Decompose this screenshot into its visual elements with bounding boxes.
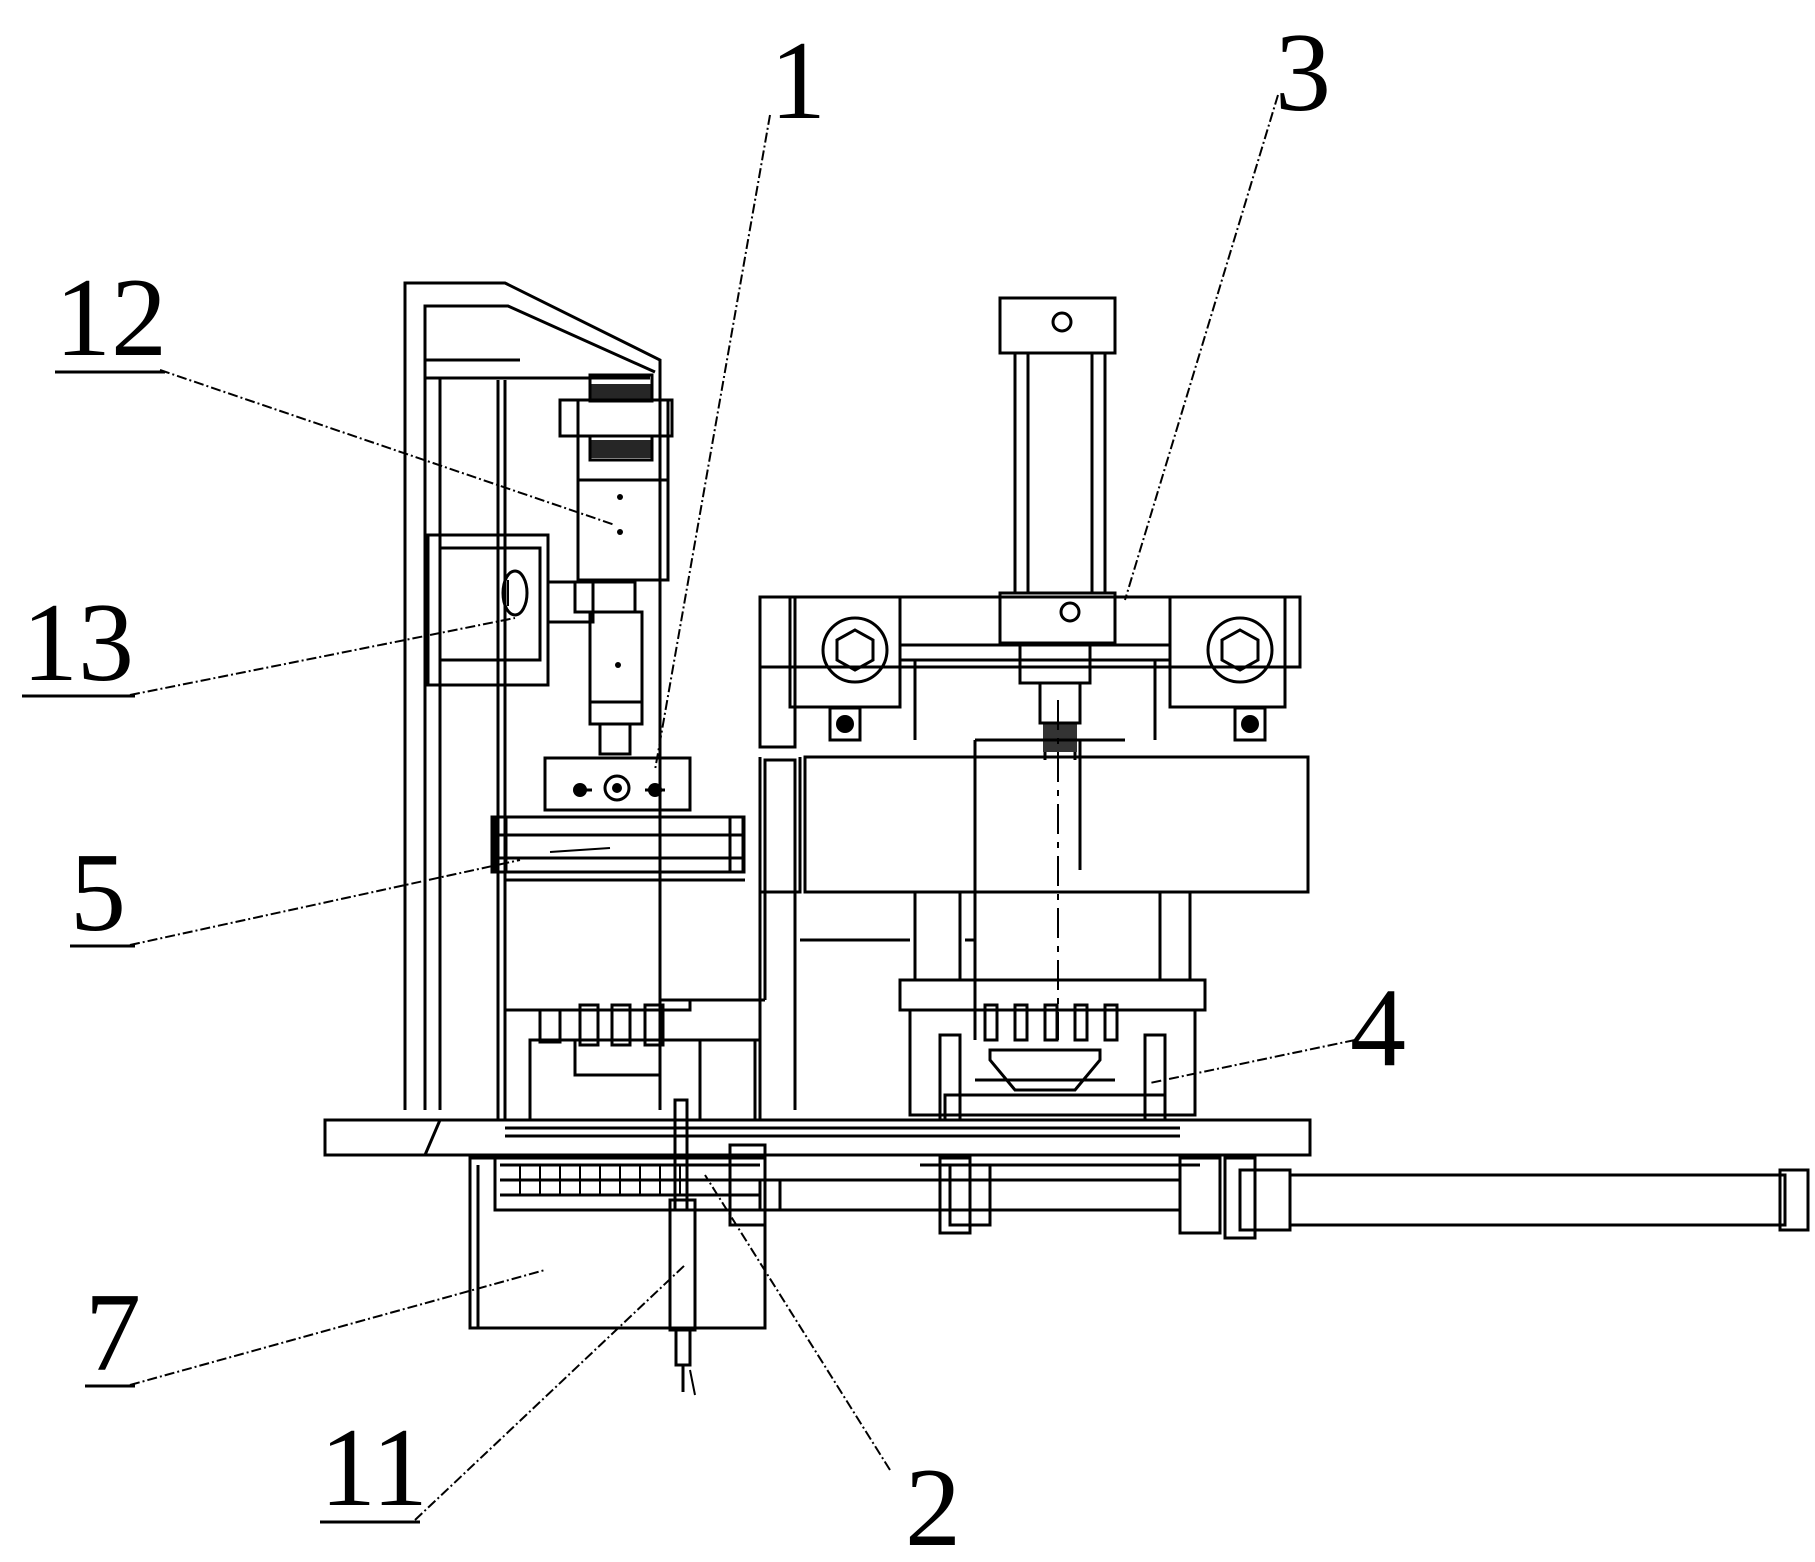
label-2: 2	[905, 1446, 961, 1562]
lower-mould-4	[898, 978, 1207, 1122]
label-11: 11	[320, 1406, 428, 1530]
probe-11	[668, 1098, 697, 1396]
press-block	[758, 700, 1310, 1110]
label-4: 4	[1350, 966, 1406, 1090]
upper-cylinder-12	[546, 373, 674, 756]
slide-cylinder-5	[490, 815, 746, 882]
label-5: 5	[70, 831, 126, 955]
motor-box-7	[468, 1156, 767, 1330]
label-7: 7	[85, 1271, 141, 1395]
label-1: 1	[770, 19, 826, 143]
label-12: 12	[55, 256, 167, 380]
part-labels: 1 3 12 13 5 4 7 11 2	[22, 11, 1406, 1562]
clamp-block-13	[426, 533, 550, 687]
label-13: 13	[22, 581, 134, 705]
transmission-assembly	[493, 1143, 1810, 1240]
right-press-frame-3	[758, 296, 1302, 760]
left-fixture	[503, 758, 797, 1122]
base-plate	[323, 1118, 1312, 1157]
press-head-1	[543, 756, 692, 812]
left-frame-column	[403, 281, 662, 1120]
label-3: 3	[1275, 11, 1331, 135]
leader-lines	[129, 94, 1356, 1521]
